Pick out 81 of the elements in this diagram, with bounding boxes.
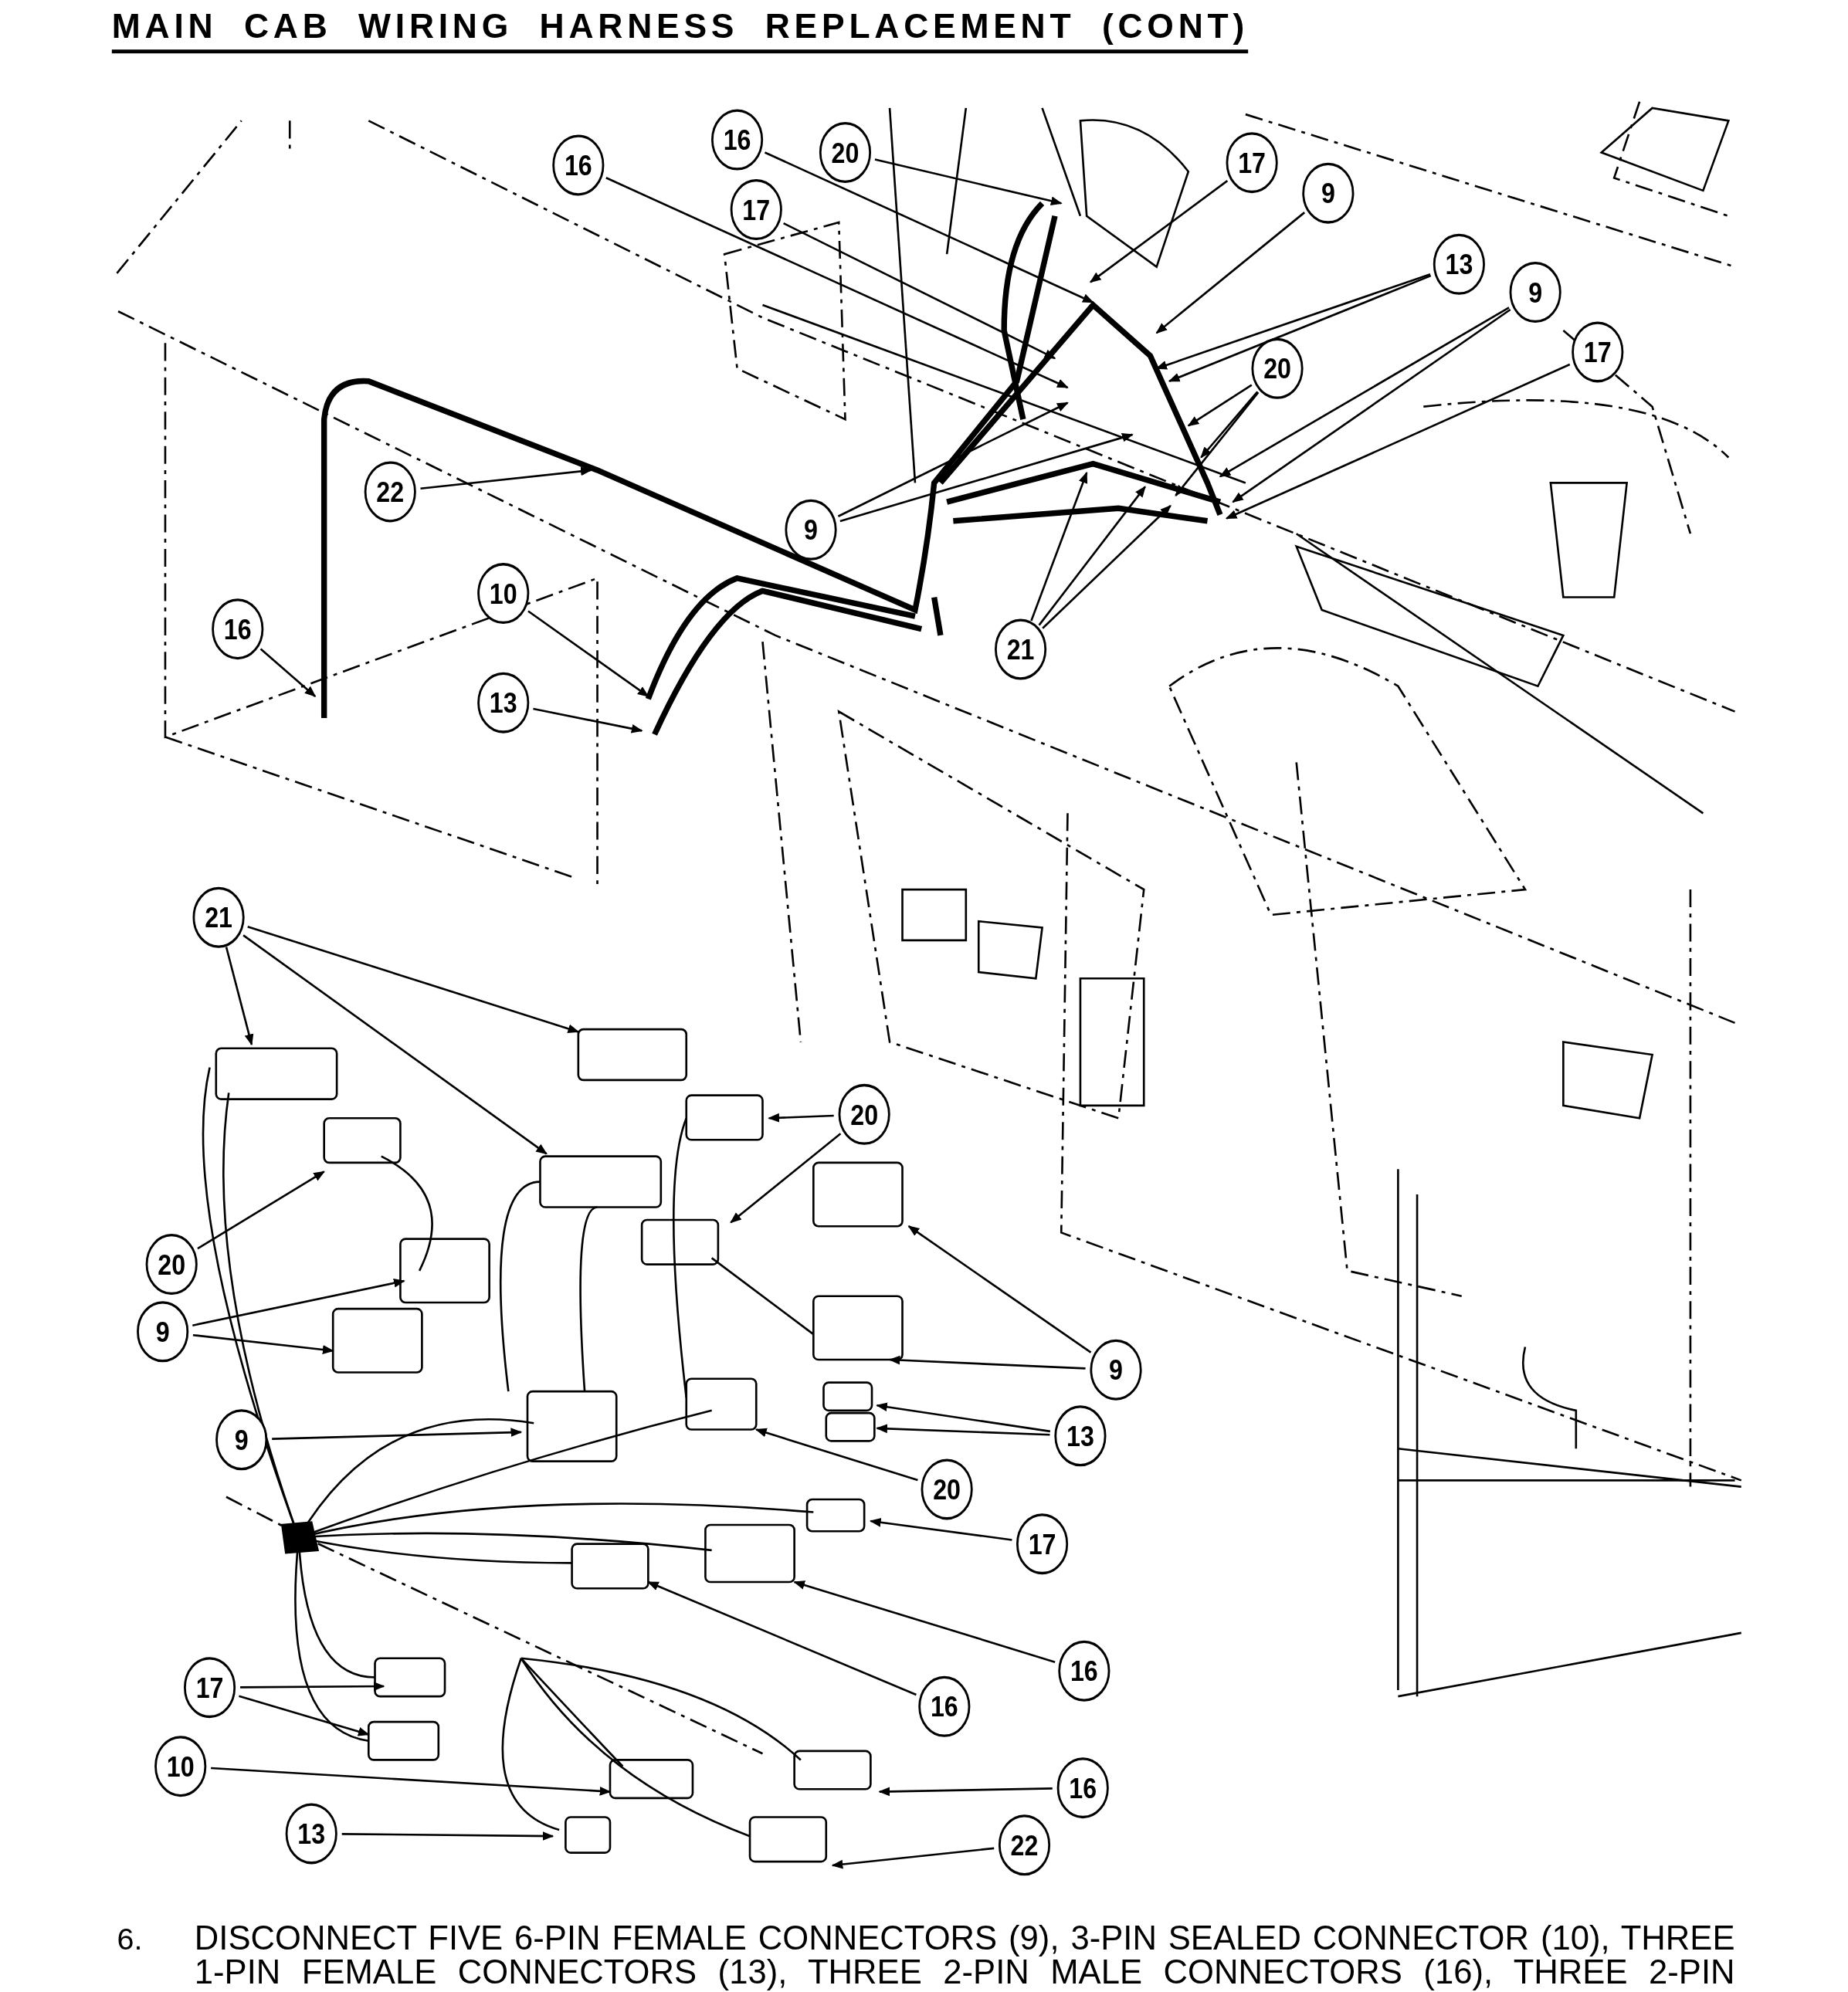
leader-line xyxy=(1042,505,1172,629)
leader-line xyxy=(783,222,1056,360)
callout-number: 13 xyxy=(1433,233,1485,295)
callout-number: 9 xyxy=(1090,1339,1142,1401)
leader-line xyxy=(242,934,548,1155)
leader-line xyxy=(1175,391,1260,496)
leader-line xyxy=(878,1787,1053,1797)
leader-line xyxy=(1155,273,1431,370)
callout-number: 21 xyxy=(995,618,1047,680)
leader-line xyxy=(1030,471,1088,622)
callout-number: 9 xyxy=(215,1409,268,1471)
callout-number: 17 xyxy=(184,1657,236,1719)
leader-line xyxy=(839,432,1134,523)
callout-number: 21 xyxy=(192,886,245,948)
leader-line xyxy=(605,177,1069,389)
callout-number: 16 xyxy=(1058,1640,1110,1702)
leader-line xyxy=(888,1355,1086,1370)
leader-line xyxy=(533,707,643,733)
leader-line xyxy=(647,1580,917,1696)
step-number: 6. xyxy=(117,1921,143,1957)
callout-number: 20 xyxy=(819,122,872,183)
callout-number: 9 xyxy=(1509,262,1561,324)
callout-number: 13 xyxy=(285,1803,337,1865)
callout-number: 9 xyxy=(785,499,837,561)
leader-line xyxy=(197,1170,325,1250)
callout-number: 17 xyxy=(730,179,782,241)
leader-line xyxy=(869,1517,1012,1541)
page-title: MAIN CAB WIRING HARNESS REPLACEMENT (CONT) xyxy=(111,7,1249,54)
leader-line xyxy=(764,151,1094,303)
callout-number: 20 xyxy=(921,1458,973,1520)
leader-line xyxy=(1168,274,1432,382)
callout-number: 13 xyxy=(477,672,530,733)
callout-number: 16 xyxy=(1056,1757,1109,1819)
leader-line xyxy=(1089,180,1229,283)
leader-line xyxy=(420,466,592,490)
callout-number: 22 xyxy=(998,1814,1051,1876)
callout-number: 17 xyxy=(1016,1513,1069,1575)
leader-line xyxy=(874,158,1063,206)
leader-line xyxy=(730,1133,842,1224)
callout-number: 20 xyxy=(145,1234,198,1296)
leader-line xyxy=(247,926,580,1033)
leader-line xyxy=(240,1682,385,1691)
leader-line xyxy=(1187,384,1253,427)
callout-number: 16 xyxy=(918,1675,971,1737)
leader-line xyxy=(1038,486,1146,626)
callout-number: 16 xyxy=(711,109,764,171)
leader-line xyxy=(341,1831,554,1841)
leader-line xyxy=(1232,308,1511,503)
leader-line xyxy=(768,1113,834,1123)
callout-number: 16 xyxy=(212,598,264,660)
step-instruction: DISCONNECT FIVE 6-PIN FEMALE CONNECTORS (9), 3-PIN SEALED CONNECTOR (10), THREE 1-PIN FEMALE CONNECTORS (13), THREE 2-PIN MALE CONNECTORS (16), THREE 2-PIN xyxy=(194,1921,1735,1990)
leader-line xyxy=(211,1767,612,1796)
leader-line xyxy=(831,1847,995,1869)
leader-line xyxy=(1225,363,1571,520)
callout-number: 20 xyxy=(838,1083,890,1145)
leader-line xyxy=(192,1333,334,1354)
leader-line xyxy=(272,1428,523,1440)
leader-line xyxy=(754,1428,918,1482)
callout-number: 17 xyxy=(1226,132,1278,194)
callout-number: 10 xyxy=(154,1736,207,1797)
callout-number: 10 xyxy=(477,563,530,625)
leader-line xyxy=(876,1424,1050,1436)
leader-line xyxy=(1155,212,1306,334)
leader-line xyxy=(225,947,254,1046)
leader-line xyxy=(907,1225,1092,1353)
leader-line xyxy=(1200,391,1259,459)
leader-line xyxy=(259,648,317,697)
callout-number: 22 xyxy=(364,461,416,523)
leader-line xyxy=(1219,307,1510,478)
callout-number: 20 xyxy=(1251,337,1304,399)
callout-number: 16 xyxy=(552,134,605,196)
callout-number: 13 xyxy=(1054,1405,1107,1467)
callout-number: 9 xyxy=(1302,162,1355,224)
leader-line xyxy=(837,401,1069,517)
callout-number: 17 xyxy=(1572,321,1624,383)
leader-line xyxy=(239,1695,370,1736)
leader-line xyxy=(527,610,649,697)
leader-line xyxy=(793,1580,1056,1663)
leader-line xyxy=(876,1402,1051,1433)
callout-number: 9 xyxy=(137,1301,189,1363)
leader-line xyxy=(192,1278,405,1326)
